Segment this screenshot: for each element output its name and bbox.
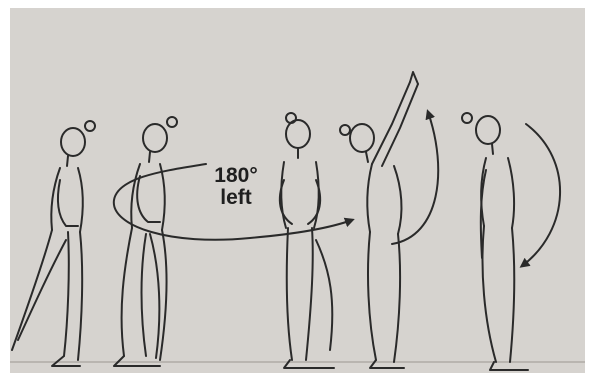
paper-background [10, 8, 585, 373]
turn-direction: left [200, 187, 272, 209]
turn-annotation: 180° left [200, 165, 272, 209]
turn-degrees: 180° [200, 165, 272, 187]
